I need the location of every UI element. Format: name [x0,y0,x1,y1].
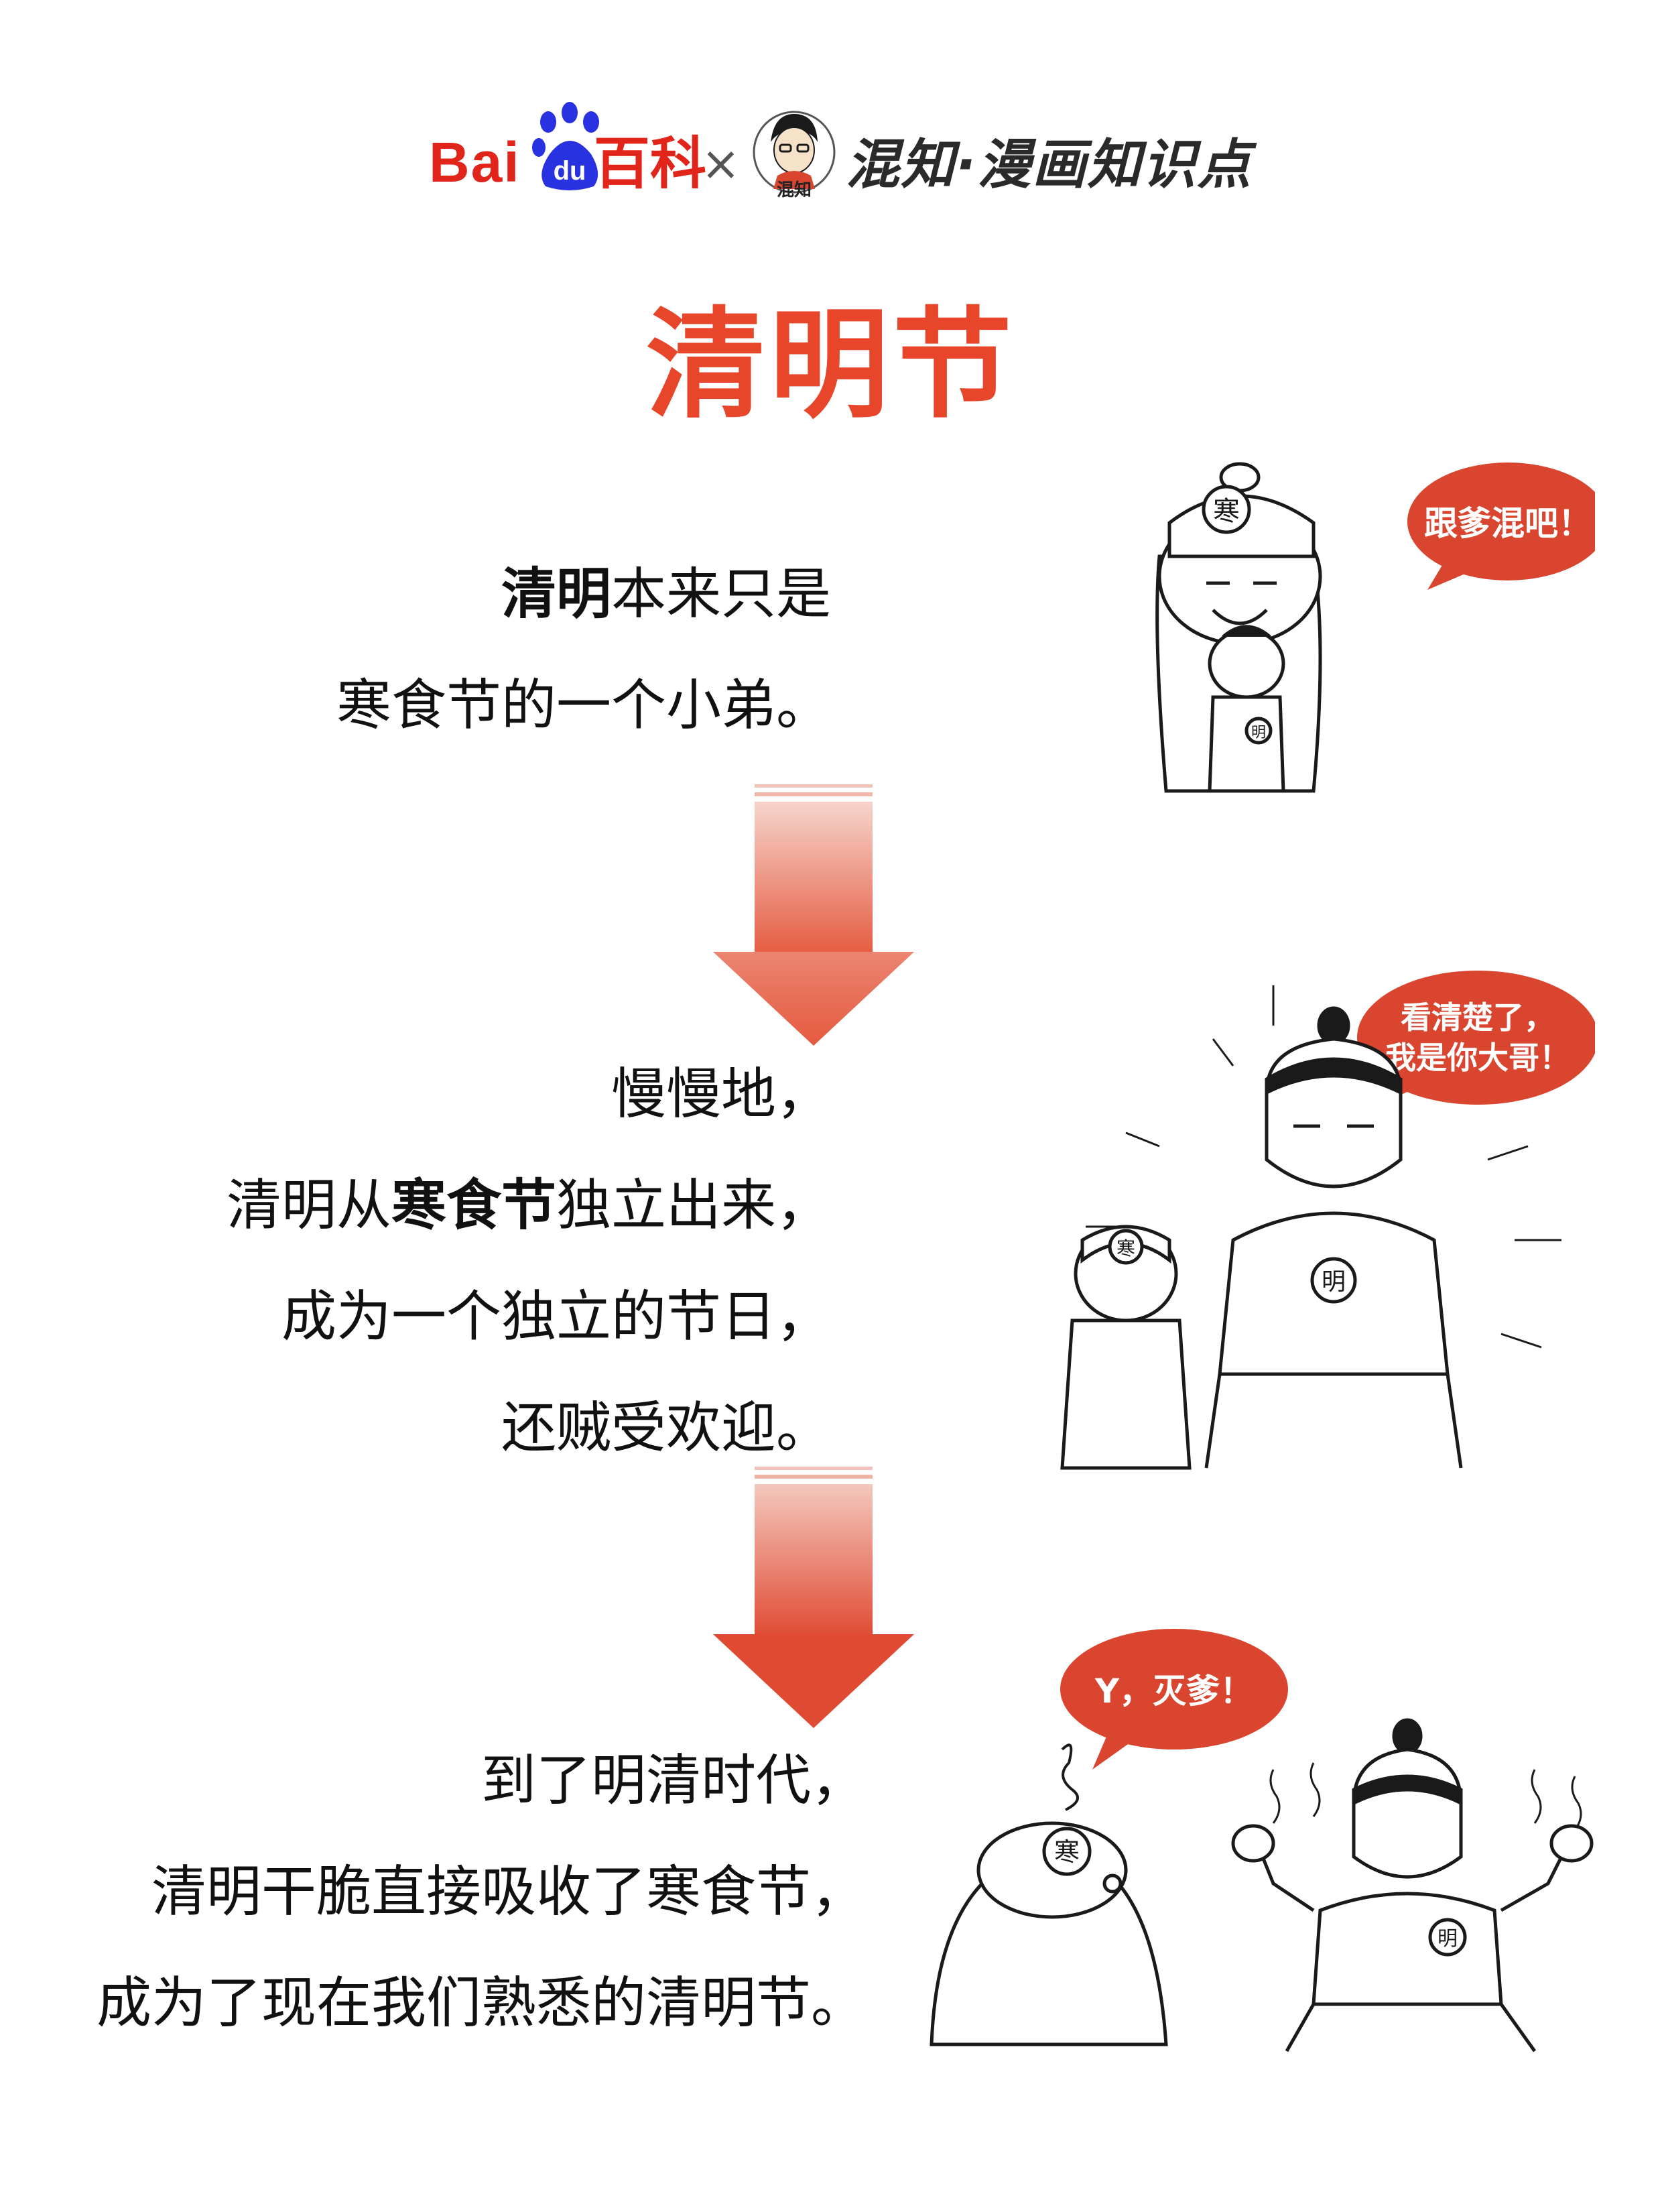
child-badge-text: 明 [1322,1268,1346,1296]
hunzhi-title: 混知·漫画知识点 [846,133,1253,196]
speech-bubble-text: 跟爹混吧！ [1424,504,1592,543]
father-figure: 寒 [930,1821,1168,2046]
text-block-1: 清明本来只是 寒食节的一个小弟。 [336,539,831,761]
text-line: 慢慢地， [611,1062,831,1126]
text-line: 还贼受欢迎。 [501,1396,831,1460]
hunzhi-avatar-text: 混知 [777,180,812,200]
heat-lines [1269,1762,1582,1831]
big-brother-figure: 明 [1204,1006,1463,1469]
baidu-paw-icon: du [532,102,599,190]
anger-scribble [1061,1743,1079,1811]
speech-bubble: 跟爹混吧！ [1407,463,1595,590]
plain-text: 独立出来， [556,1174,831,1237]
child-badge-text: 明 [1251,725,1266,741]
text-line: 清明本来只是 [336,539,831,650]
hat-badge-text: 寒 [1054,1837,1080,1867]
speech-bubble-text: 我是你大哥！ [1385,1040,1570,1076]
baike-text: 百科 [594,131,707,196]
plain-text: 清明从 [226,1174,391,1237]
comic-illustration-1: 跟爹混吧！ 寒 明 [1155,462,1595,793]
text-line: 清明从寒食节独立出来， [227,1150,831,1262]
father-figure: 寒 [1060,1225,1192,1470]
text-line: 到了明清时代， [481,1749,866,1812]
hat-badge-text: 寒 [1213,496,1240,527]
text-block-2: 慢慢地， 清明从寒食节独立出来， 成为一个独立的节日， 还贼受欢迎。 [227,1039,831,1484]
baidu-du-text: du [554,156,586,186]
speech-bubble: 看清楚了， 我是你大哥！ [1357,971,1595,1113]
speech-bubble-text: Y，灭爹！ [1094,1672,1253,1711]
plain-text: 本来只是 [611,562,831,626]
text-line: 成为了现在我们熟悉的清明节。 [96,1971,866,2035]
down-arrow-icon [713,784,914,1046]
bold-text: 清明 [501,562,611,626]
speech-bubble: Y，灭爹！ [1060,1629,1288,1770]
down-arrow-icon [713,1467,914,1728]
header: Bai du 百科 × 混知 混知·漫画知识点 [0,94,1662,208]
baidu-logo-text: Bai [429,131,521,194]
fighter-figure: 明 [1231,1718,1594,2052]
speech-bubble-text: 看清楚了， [1401,999,1555,1036]
child-badge-text: 明 [1437,1927,1458,1951]
hat-badge-text: 寒 [1116,1237,1135,1259]
child-figure: 明 [1208,625,1285,793]
text-line: 成为一个独立的节日， [281,1285,831,1349]
hunzhi-avatar-icon: 混知 [753,111,836,200]
text-block-3: 到了明清时代， 清明干脆直接吸收了寒食节， 成为了现在我们熟悉的清明节。 [97,1725,866,2059]
collab-times-sign: × [701,136,741,191]
page-title: 清明节 [646,296,1016,434]
bold-text: 寒食节 [391,1174,556,1237]
comic-illustration-3: Y，灭爹！ 寒 明 [930,1629,1594,2052]
text-line: 清明干脆直接吸收了寒食节， [151,1860,866,1924]
text-line: 寒食节的一个小弟。 [336,674,831,737]
comic-illustration-2: 看清楚了， 我是你大哥！ 明 寒 [1060,971,1595,1470]
